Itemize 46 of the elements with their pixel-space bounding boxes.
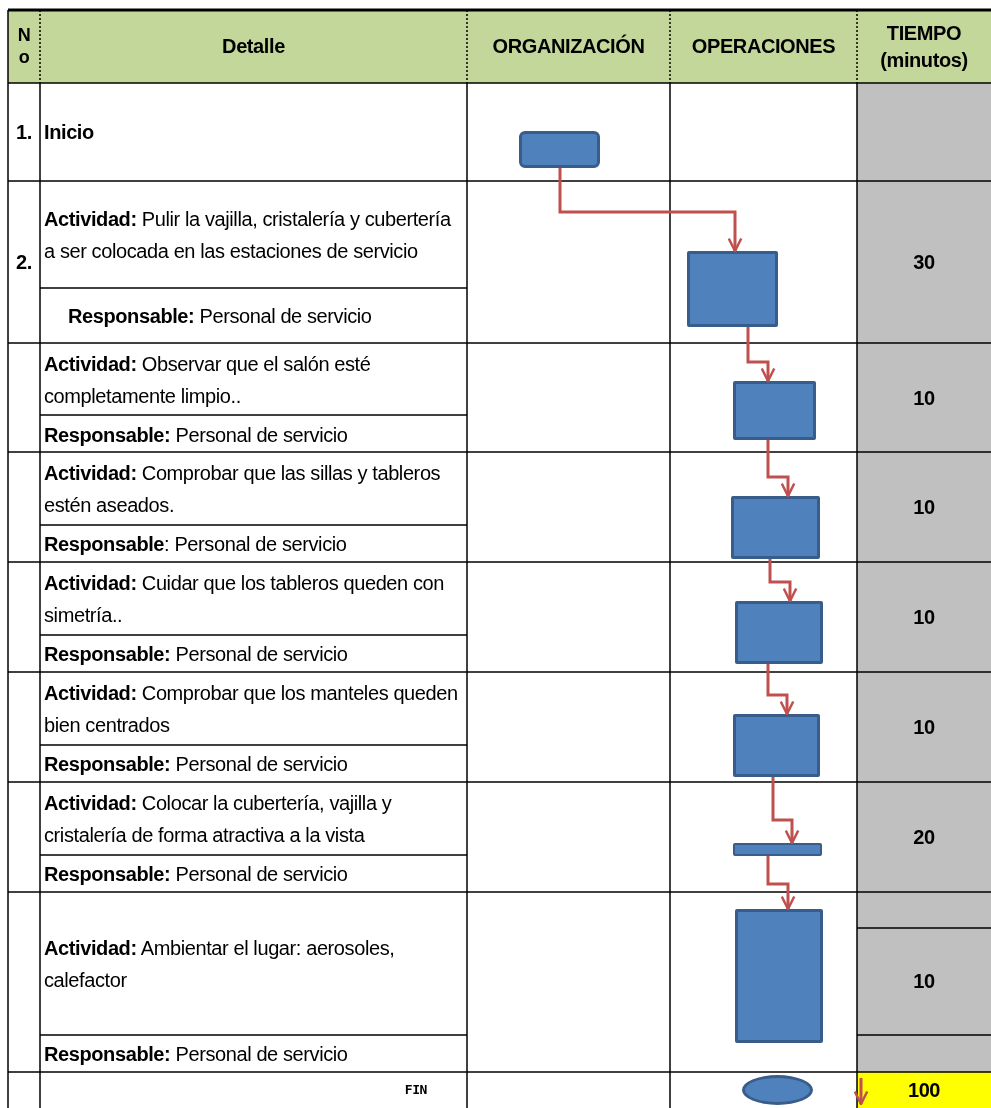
end-label: FIN (404, 1080, 427, 1099)
arrow (766, 440, 796, 498)
process-box (731, 496, 820, 559)
detail-text: Responsable: Personal de servicio (44, 1041, 348, 1067)
arrow (746, 327, 776, 383)
value-text: 2. (16, 249, 32, 275)
value-text: 100 (907, 1077, 941, 1103)
arrow (558, 168, 743, 253)
value-text: 30 (913, 249, 935, 275)
detail-text: Responsable: Personal de servicio (44, 641, 348, 667)
detail-text: Responsable: Personal de servicio (44, 861, 348, 887)
process-box (733, 714, 820, 777)
start-box (519, 131, 600, 168)
arrow (766, 856, 796, 911)
detail-text: Actividad: Pulir la vajilla, cristalería y cubertería a ser colocada en las estaciones de servicio (44, 206, 452, 264)
detail-text: Actividad: Ambientar el lugar: aerosoles, calefactor (44, 935, 396, 993)
process-box (735, 909, 823, 1043)
value-text: 10 (913, 969, 935, 994)
detail-text: Responsable: Personal de servicio (44, 422, 348, 448)
value-text: 10 (913, 714, 935, 740)
detail-text: Responsable: Personal de servicio (44, 751, 348, 777)
arrow (771, 777, 800, 845)
arrow (768, 559, 798, 603)
detail-text: Actividad: Cuidar que los tableros queden con simetría.. (44, 570, 446, 628)
value-text: 20 (913, 824, 935, 850)
detail-text: Responsable: Personal de servicio (44, 531, 347, 557)
arrow (766, 664, 795, 716)
column-header: ORGANIZACIÓN (492, 33, 645, 59)
value-text: Inicio (44, 119, 94, 145)
column-header: TIEMPO (minutos) (879, 20, 969, 73)
process-box (735, 601, 823, 664)
detail-text: Responsable: Personal de servicio (68, 303, 372, 329)
value-text: 10 (913, 385, 935, 411)
detail-text: Actividad: Colocar la cubertería, vajilla y cristalería de forma atractiva a la vista (44, 790, 393, 848)
detail-text: Actividad: Comprobar que las sillas y tableros estén aseados. (44, 460, 442, 518)
detail-text: Actividad: Comprobar que los manteles queden bien centrados (44, 680, 459, 738)
value-text: 10 (913, 604, 935, 630)
process-box (687, 251, 778, 327)
column-header: Detalle (222, 34, 285, 59)
column-header: OPERACIONES (691, 34, 836, 59)
value-text: 10 (913, 494, 935, 520)
value-text: 1. (16, 119, 32, 145)
detail-text: Actividad: Observar que el salón esté completamente limpio.. (44, 351, 372, 409)
column-header: N o (16, 24, 32, 69)
process-bar (733, 843, 822, 856)
process-box (733, 381, 816, 440)
